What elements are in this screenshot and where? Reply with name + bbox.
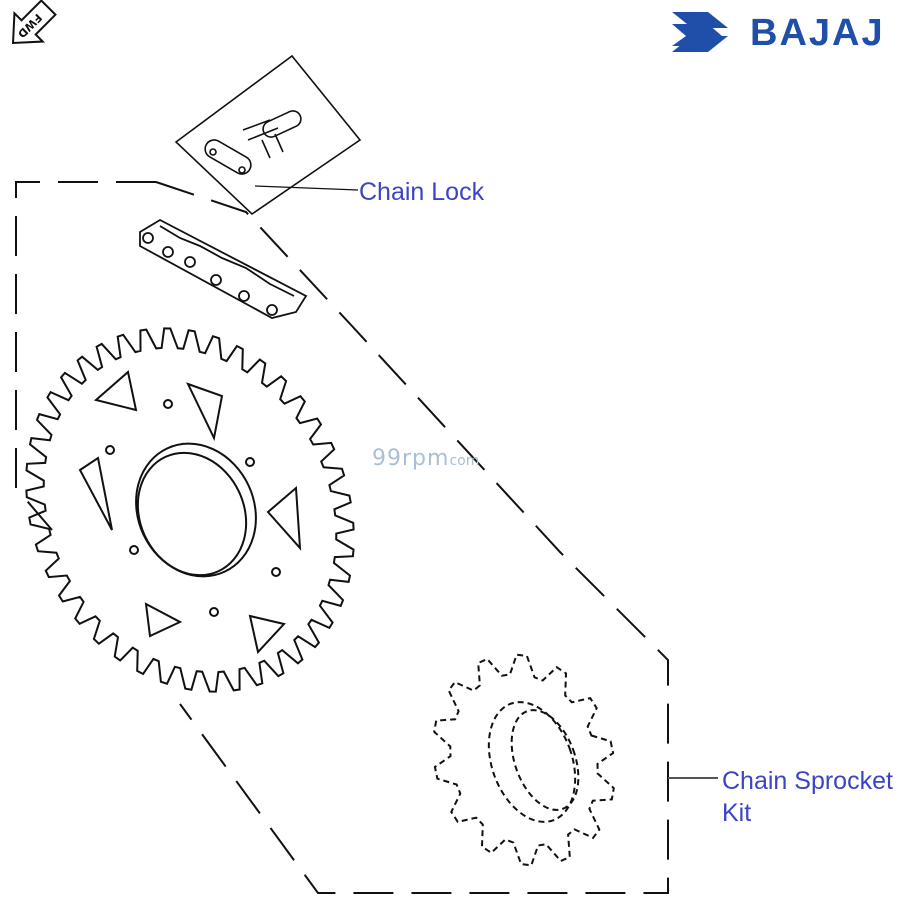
watermark-main: 99rpm (372, 446, 450, 471)
chain-lock-box (174, 54, 362, 216)
watermark-suffix: com (449, 453, 480, 469)
front-sprocket (433, 653, 615, 867)
rear-sprocket (25, 327, 355, 693)
chain-sprocket-kit-label-line2: Kit (722, 799, 752, 827)
front-sprocket-teeth (433, 653, 615, 867)
chain-sprocket-kit-label-line1: Chain Sprocket (722, 767, 893, 795)
kit-outline (15, 181, 718, 894)
chain-segment (139, 218, 308, 319)
fwd-arrow-icon: FWD (11, 0, 57, 45)
chain-sprocket-kit-label: Chain Sprocket Kit (722, 765, 893, 829)
watermark: 99rpmcom (372, 446, 479, 471)
brand-wordmark: BAJAJ (750, 12, 885, 54)
chain-lock-label: Chain Lock (359, 178, 485, 206)
rear-sprocket-teeth (25, 327, 355, 693)
bajaj-logo-icon (672, 12, 728, 52)
fwd-badge-text: FWD (15, 11, 45, 41)
